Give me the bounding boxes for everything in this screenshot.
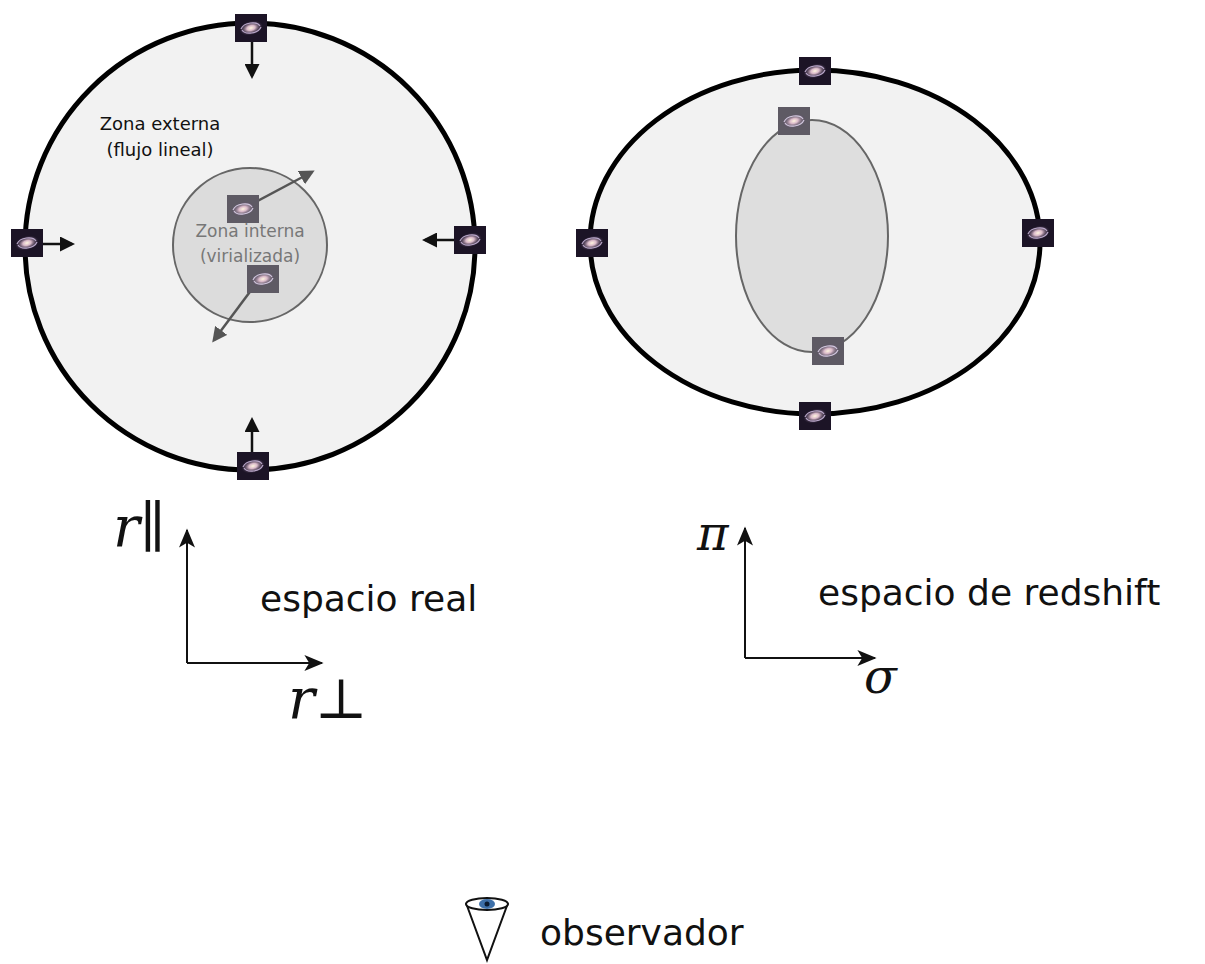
caption-label: espacio de redshift: [818, 572, 1160, 613]
inner-zone-circle: Zona interna (virializada): [173, 168, 327, 322]
outer-ellipse: [590, 70, 1040, 414]
axis-line: [187, 662, 322, 664]
axis-symbol: r⊥: [288, 666, 367, 731]
galaxy-icon: [1022, 219, 1054, 247]
galaxy-icon: [778, 107, 810, 135]
axis-line: [186, 530, 188, 663]
axis-symbol: σ: [864, 648, 897, 704]
galaxy-icon: [576, 229, 608, 257]
circle-outline: [173, 168, 327, 322]
axis-line: [744, 528, 746, 658]
inner-ellipse: [736, 120, 888, 352]
galaxy-icon: [812, 337, 844, 365]
outer-zone-circle: Zona externa (flujo lineal) Zona interna …: [25, 23, 475, 470]
caption-label: espacio real: [260, 578, 477, 619]
zone-label: Zona interna (virializada): [180, 219, 320, 268]
axis-symbol: π: [697, 505, 729, 561]
galaxy-icon: [799, 402, 831, 430]
galaxy-icon: [799, 57, 831, 85]
axis-symbol: r∥: [113, 494, 166, 559]
eye-symbol: [466, 898, 508, 960]
zone-label: Zona externa (flujo lineal): [85, 111, 235, 163]
caption-label: observador: [540, 912, 744, 953]
axis-line: [745, 657, 875, 659]
